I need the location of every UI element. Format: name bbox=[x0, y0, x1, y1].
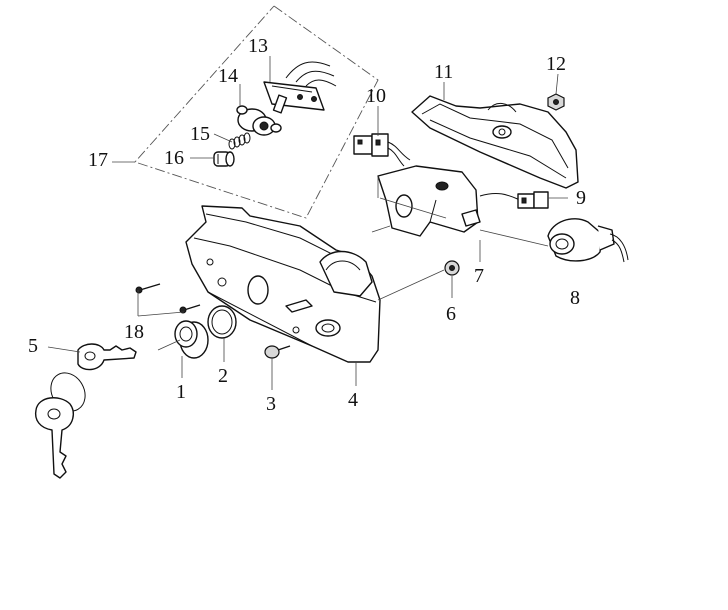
part-5-keys bbox=[34, 343, 137, 479]
leader-lines bbox=[47, 56, 568, 390]
part-10-connector bbox=[353, 133, 411, 167]
callout-12: 12 bbox=[546, 53, 566, 75]
part-1-lock-nut bbox=[174, 320, 209, 359]
callout-3: 3 bbox=[266, 393, 276, 415]
subassembly-outline bbox=[134, 5, 379, 219]
part-8-ignition-switch bbox=[547, 218, 629, 263]
callout-2: 2 bbox=[218, 365, 228, 387]
part-7-bracket bbox=[377, 165, 481, 237]
callout-10: 10 bbox=[366, 85, 386, 107]
part-3-screw bbox=[264, 345, 291, 359]
callout-15: 15 bbox=[190, 123, 210, 145]
callout-13: 13 bbox=[248, 35, 268, 57]
callout-11: 11 bbox=[434, 61, 453, 83]
part-6-nut bbox=[444, 260, 460, 276]
callout-18: 18 bbox=[124, 321, 144, 343]
part-9-plug-wire bbox=[479, 191, 549, 209]
callout-17: 17 bbox=[88, 149, 108, 171]
callout-5: 5 bbox=[28, 335, 38, 357]
callout-14: 14 bbox=[218, 65, 238, 87]
part-14-switch-rotor bbox=[236, 105, 282, 136]
callout-7: 7 bbox=[474, 265, 484, 287]
callout-8: 8 bbox=[570, 287, 580, 309]
callout-9: 9 bbox=[576, 187, 586, 209]
part-12-nut bbox=[547, 93, 565, 111]
part-16-detent bbox=[213, 151, 235, 167]
callout-16: 16 bbox=[164, 147, 184, 169]
part-15-spring bbox=[228, 132, 251, 150]
callout-1: 1 bbox=[176, 381, 186, 403]
part-13-contact-plate bbox=[263, 61, 337, 114]
callout-4: 4 bbox=[348, 389, 358, 411]
part-11-rear-cover bbox=[411, 95, 579, 189]
part-18-screws bbox=[135, 283, 201, 314]
part-2-washer bbox=[207, 305, 237, 339]
callout-labels: 1 2 3 4 5 6 7 8 9 10 11 12 13 14 15 16 1… bbox=[28, 35, 586, 415]
callout-6: 6 bbox=[446, 303, 456, 325]
part-4-main-housing bbox=[185, 205, 381, 363]
